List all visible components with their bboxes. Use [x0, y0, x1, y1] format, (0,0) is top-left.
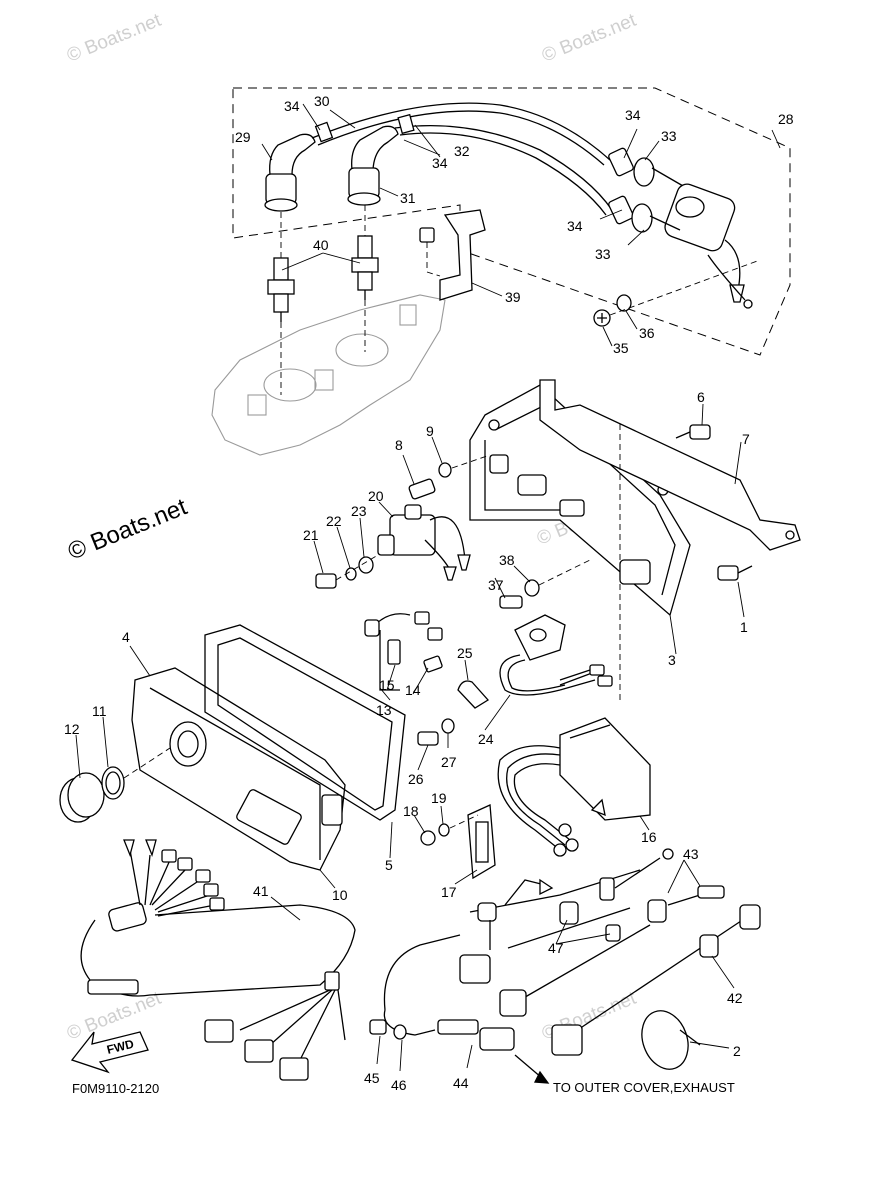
callout-42: 42 [727, 990, 743, 1006]
callout-37: 37 [488, 577, 504, 593]
bolt-6 [675, 424, 711, 440]
callout-30: 30 [314, 93, 330, 109]
callout-35: 35 [613, 340, 629, 356]
ignition-coils [608, 147, 753, 309]
callout-21: 21 [303, 527, 319, 543]
callout-23: 23 [351, 503, 367, 519]
leader-lines [75, 103, 781, 1072]
diagram-code: F0M9110-2120 [72, 1081, 159, 1096]
callout-22: 22 [326, 513, 342, 529]
callout-25: 25 [457, 645, 473, 661]
callout-39: 39 [505, 289, 521, 305]
mounting-bracket [539, 379, 801, 551]
callout-36: 36 [639, 325, 655, 341]
callout-13: 13 [376, 702, 392, 718]
screw-35-washer-36 [593, 259, 761, 327]
callout-47: 47 [548, 940, 564, 956]
callout-45: 45 [364, 1070, 380, 1086]
callout-10: 10 [332, 887, 348, 903]
callout-9: 9 [426, 423, 434, 439]
fwd-arrow: FWD [70, 1031, 149, 1074]
callout-12: 12 [64, 721, 80, 737]
callout-34-b: 34 [432, 155, 448, 171]
watermark-top-right: © Boats.net [539, 10, 640, 67]
cap-12-oring-11 [59, 747, 171, 823]
callout-43: 43 [683, 846, 699, 862]
callout-24: 24 [478, 731, 494, 747]
outer-cover-note: TO OUTER COVER,EXHAUST [553, 1080, 735, 1095]
callout-46: 46 [391, 1077, 407, 1093]
callout-33-bottom: 33 [595, 246, 611, 262]
callout-26: 26 [408, 771, 424, 787]
callout-3: 3 [668, 652, 676, 668]
screw-37-washer-38 [499, 559, 591, 609]
arrow-to-outer-cover [514, 1054, 550, 1084]
watermark-top-left: © Boats.net [64, 10, 165, 67]
callout-11: 11 [92, 703, 107, 719]
bolt-21-washers [315, 554, 379, 589]
callout-2: 2 [733, 1043, 741, 1059]
bolt-1 [717, 565, 753, 581]
bolt-26-washer-27 [417, 718, 455, 746]
callout-18: 18 [403, 803, 419, 819]
coil-assembly-dashed-outline [232, 87, 791, 356]
callout-33-top: 33 [661, 128, 677, 144]
callout-28: 28 [778, 111, 794, 127]
sensor-24 [499, 614, 613, 696]
callout-labels: 1 2 3 4 5 6 7 8 9 10 11 12 13 14 15 16 1… [64, 93, 794, 1093]
callout-32: 32 [454, 143, 470, 159]
outer-cover [131, 667, 346, 871]
spark-plug-caps [264, 102, 613, 216]
callout-44: 44 [453, 1075, 469, 1091]
callout-16: 16 [641, 829, 657, 845]
callout-27: 27 [441, 754, 457, 770]
callout-14: 14 [405, 682, 421, 698]
callout-6: 6 [697, 389, 705, 405]
bolt-8-washer-9 [408, 454, 491, 500]
callout-19: 19 [431, 790, 447, 806]
hose-clamp [641, 1010, 701, 1070]
callout-17: 17 [441, 884, 457, 900]
spark-plugs [267, 205, 379, 322]
callout-38: 38 [499, 552, 515, 568]
callout-34-d: 34 [567, 218, 583, 234]
lead-wires [383, 848, 761, 1056]
small-harness [364, 611, 443, 691]
bolt-18-washer-19 [420, 814, 479, 846]
callout-34-c: 34 [625, 107, 641, 123]
callout-15: 15 [379, 677, 395, 693]
callout-41: 41 [253, 883, 269, 899]
rectifier-regulator [377, 504, 471, 581]
callout-4: 4 [122, 629, 130, 645]
callout-40: 40 [313, 237, 329, 253]
callout-29: 29 [235, 129, 251, 145]
watermark-bottom-left: © Boats.net [64, 988, 165, 1045]
callout-34-a: 34 [284, 98, 300, 114]
callout-8: 8 [395, 437, 403, 453]
main-harness [80, 839, 356, 1081]
callout-7: 7 [742, 431, 750, 447]
callout-5: 5 [385, 857, 393, 873]
clamp-25 [457, 680, 490, 709]
coil-bracket [419, 209, 486, 301]
bolt-45-washer-46 [369, 1019, 407, 1040]
cdi-unit [497, 420, 651, 857]
gasket [204, 624, 406, 821]
callout-20: 20 [368, 488, 384, 504]
callout-31: 31 [400, 190, 416, 206]
cylinder-head-ghost [211, 294, 446, 456]
fwd-label: FWD [105, 1037, 135, 1057]
watermark-main: © Boats.net [64, 493, 191, 565]
callout-1: 1 [740, 619, 748, 635]
holder-17 [467, 804, 496, 880]
